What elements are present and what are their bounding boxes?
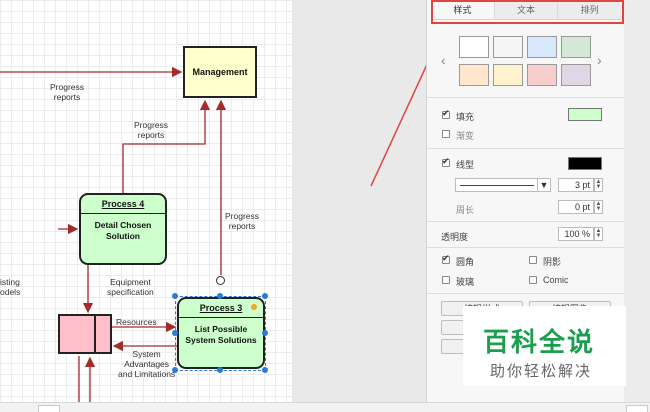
connection-point-icon[interactable]	[251, 304, 257, 310]
label-resources: Resources	[116, 317, 157, 327]
panel-scrollbar[interactable]	[624, 0, 650, 402]
resize-handle-nw[interactable]	[172, 293, 178, 299]
resize-handle-ne[interactable]	[262, 293, 268, 299]
style-swatch[interactable]	[459, 36, 489, 58]
comic-label: Comic	[543, 275, 569, 285]
rotate-handle-icon[interactable]	[216, 276, 225, 285]
style-swatch[interactable]	[561, 36, 591, 58]
shadow-checkbox[interactable]	[529, 256, 537, 264]
resize-handle-e[interactable]	[262, 330, 268, 336]
divider	[427, 247, 625, 248]
tab-arrange[interactable]: 排列	[558, 0, 622, 19]
management-label: Management	[192, 67, 248, 77]
data-store-divider	[94, 316, 96, 352]
comic-checkbox[interactable]	[529, 276, 537, 284]
line-checkbox[interactable]	[442, 156, 450, 167]
opacity-input[interactable]: 100 %	[558, 227, 594, 241]
divider	[427, 221, 625, 222]
line-width-input[interactable]: 3 pt	[558, 178, 594, 192]
line-pattern-preview	[460, 184, 534, 186]
resize-handle-s[interactable]	[217, 367, 223, 373]
resize-handle-sw[interactable]	[172, 367, 178, 373]
bottom-scrollbar[interactable]	[0, 402, 650, 412]
glass-checkbox[interactable]	[442, 276, 450, 284]
process3-divider	[179, 317, 263, 318]
gradient-checkbox[interactable]	[442, 130, 450, 138]
divider	[427, 97, 625, 98]
chevron-left-icon[interactable]: ‹	[441, 52, 446, 68]
tab-text[interactable]: 文本	[494, 0, 559, 19]
chevron-right-icon[interactable]: ›	[597, 52, 602, 68]
perimeter-input[interactable]: 0 pt	[558, 200, 594, 214]
rounded-label: 圆角	[456, 257, 475, 267]
rounded-checkbox[interactable]	[442, 253, 450, 264]
divider	[427, 148, 625, 149]
line-color-chip[interactable]	[568, 157, 602, 170]
process4-divider	[81, 213, 165, 214]
perimeter-label: 周长	[456, 205, 475, 215]
watermark-subtitle: 助你轻松解决	[490, 363, 593, 380]
format-tabs: 样式 文本 排列	[431, 0, 622, 20]
resize-handle-n[interactable]	[217, 293, 223, 299]
gradient-label: 渐变	[456, 131, 475, 141]
glass-label: 玻璃	[456, 277, 475, 287]
line-width-stepper[interactable]: ▲▼	[594, 178, 603, 192]
style-swatch[interactable]	[493, 64, 523, 86]
scroll-thumb-right[interactable]	[626, 405, 648, 412]
style-swatch[interactable]	[493, 36, 523, 58]
process3-title: Process 3	[199, 303, 243, 313]
opacity-label: 透明度	[441, 232, 469, 242]
resize-handle-se[interactable]	[262, 367, 268, 373]
style-swatch[interactable]	[527, 36, 557, 58]
style-swatch[interactable]	[527, 64, 557, 86]
chevron-down-icon[interactable]: ▼	[537, 178, 551, 192]
scroll-thumb-left[interactable]	[38, 405, 60, 412]
watermark-title: 百科全说	[483, 327, 596, 357]
tab-style[interactable]: 样式	[431, 0, 495, 19]
resize-handle-w[interactable]	[172, 330, 178, 336]
fill-checkbox[interactable]	[442, 108, 450, 119]
connector-layer	[0, 66, 227, 402]
style-swatch[interactable]	[459, 64, 489, 86]
divider	[427, 293, 625, 294]
style-swatch[interactable]	[561, 64, 591, 86]
management-box[interactable]: Management	[183, 46, 257, 98]
canvas-gutter	[292, 0, 426, 402]
fill-color-chip[interactable]	[568, 108, 602, 121]
shadow-label: 阴影	[543, 257, 562, 267]
perimeter-stepper[interactable]: ▲▼	[594, 200, 603, 214]
connector-process4-management[interactable]	[122, 99, 211, 193]
opacity-stepper[interactable]: ▲▼	[594, 227, 603, 241]
fill-label: 填充	[456, 112, 475, 122]
line-label: 线型	[456, 160, 475, 170]
watermark: 百科全说 助你轻松解决	[463, 306, 626, 386]
process4-title: Process 4	[101, 199, 145, 209]
data-store-box[interactable]	[58, 314, 112, 354]
